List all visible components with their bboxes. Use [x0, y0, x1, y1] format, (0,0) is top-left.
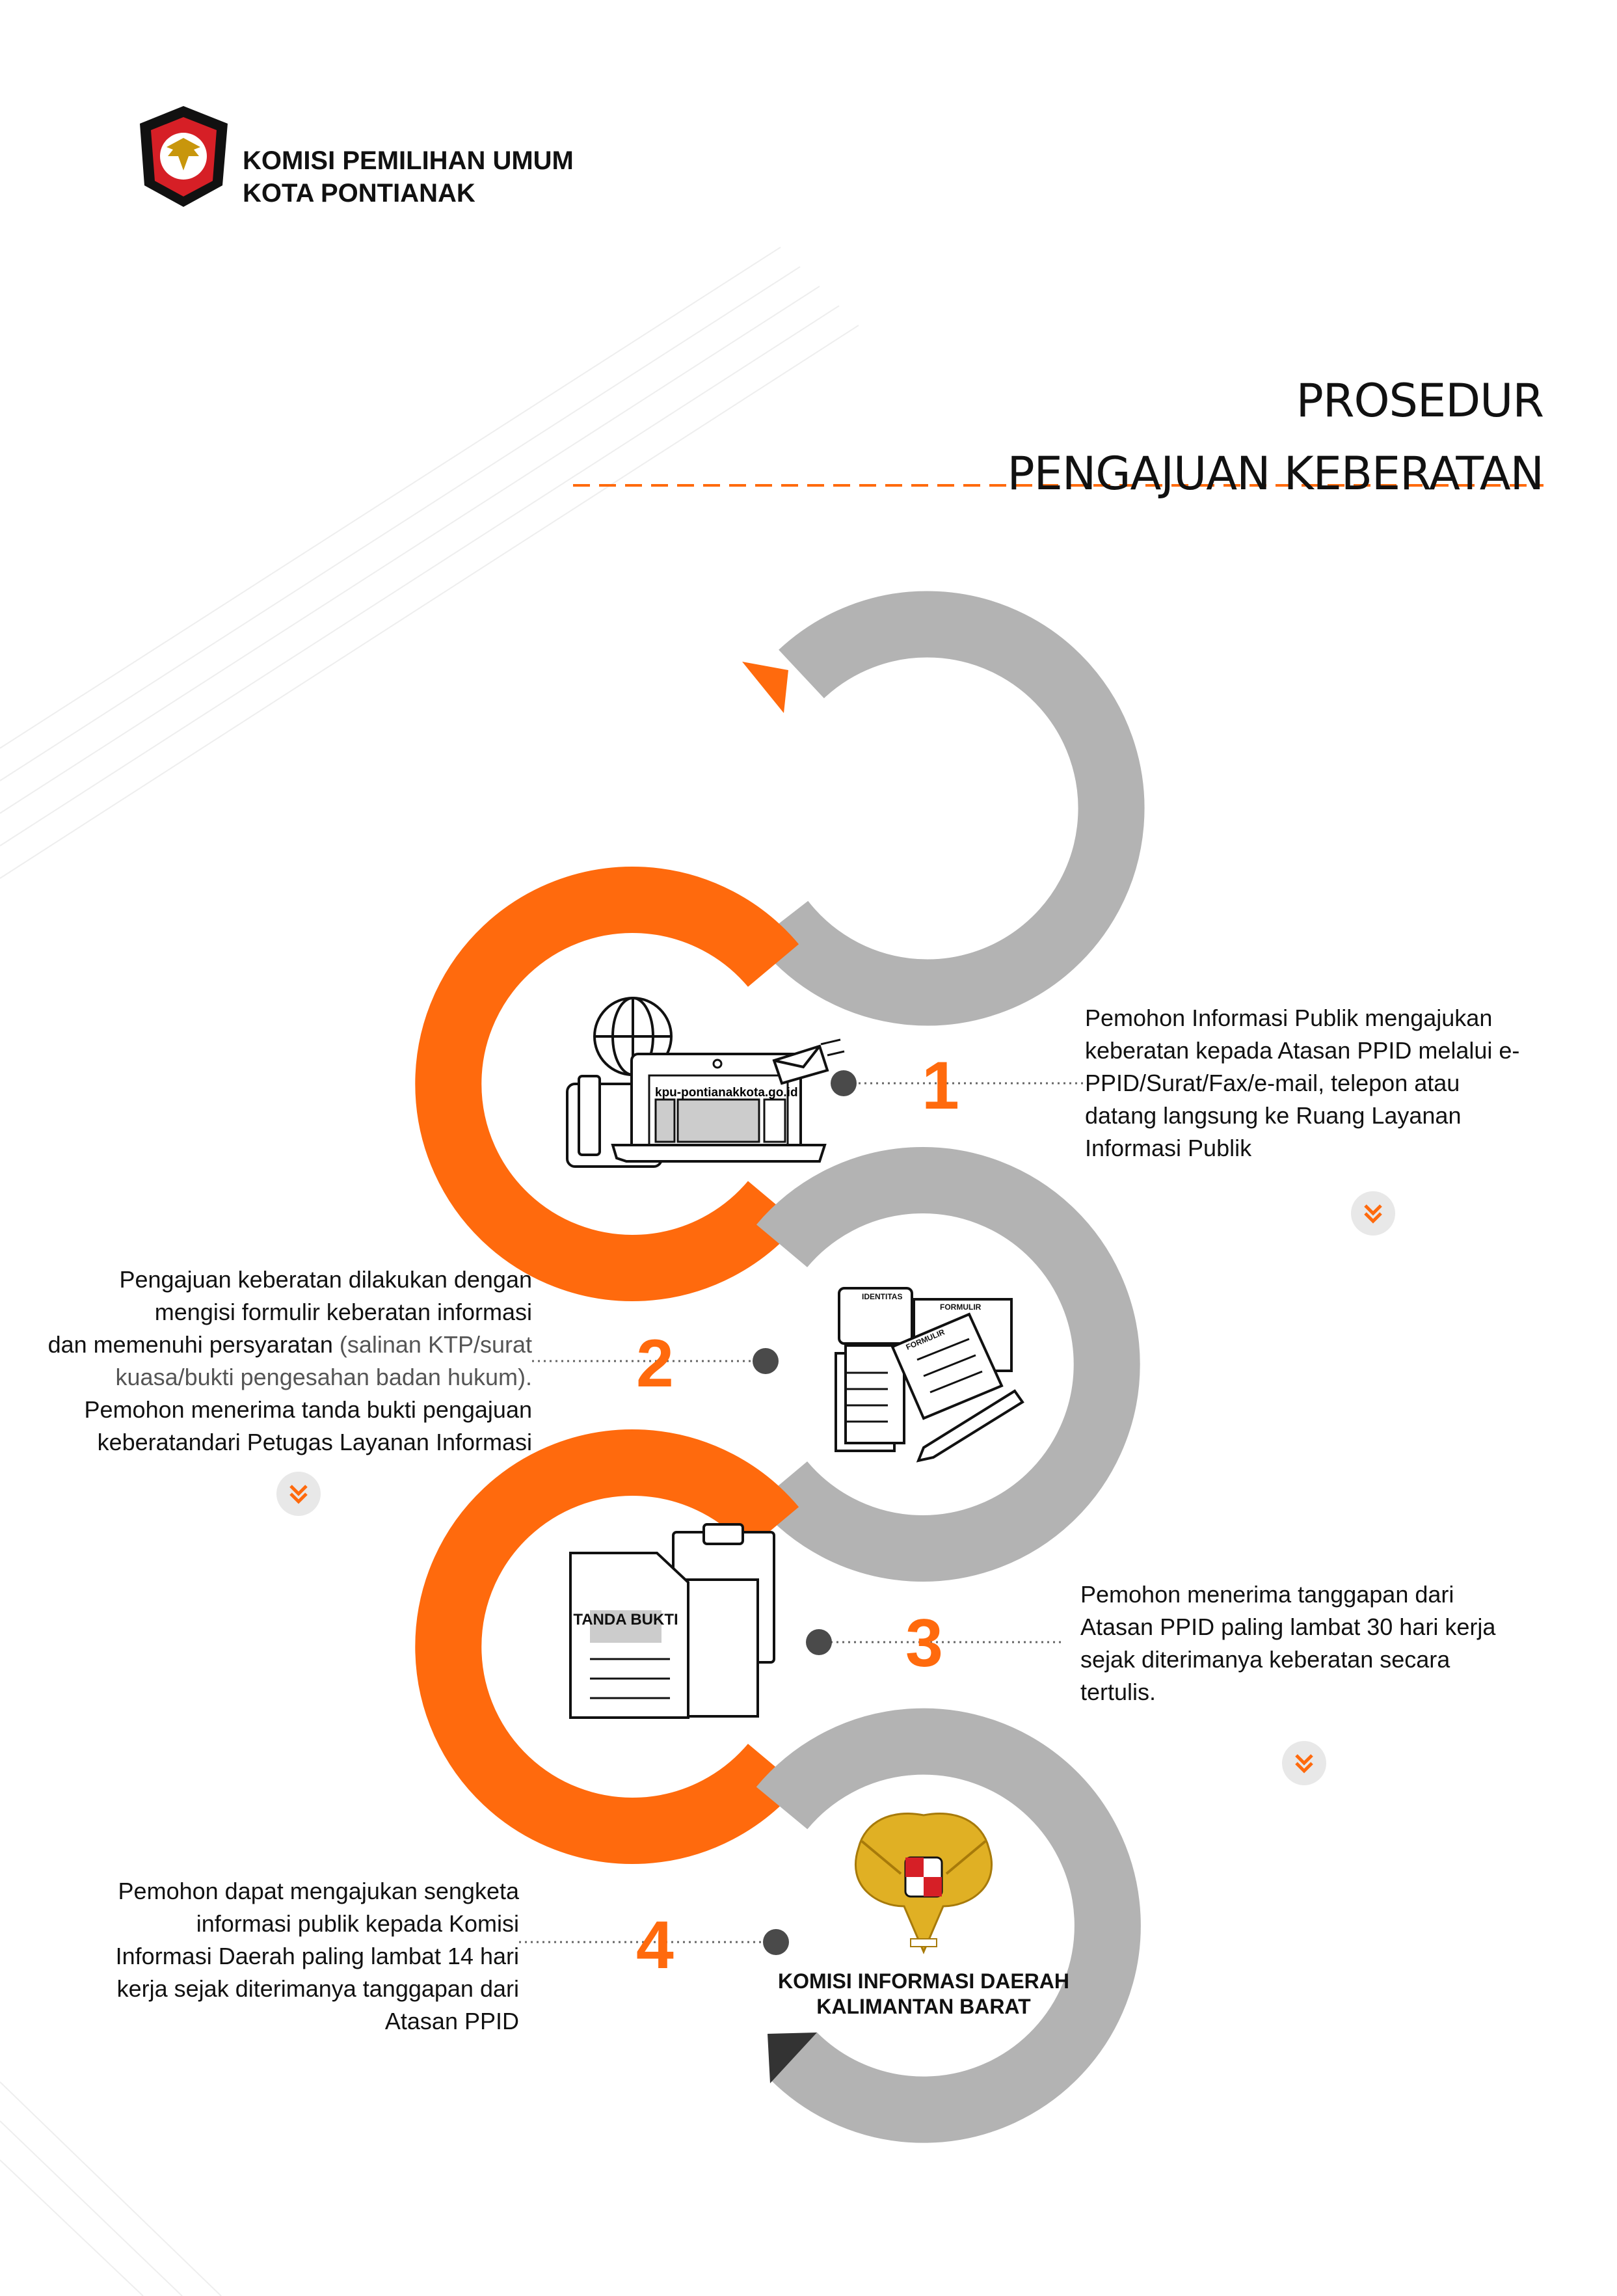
kid-line-1: KOMISI INFORMASI DAERAH [778, 1969, 1069, 1993]
chevron-down-icon [1282, 1741, 1326, 1785]
chevron-down-icon [276, 1472, 321, 1516]
text-line: Pengajuan keberatan dilakukan dengan [119, 1266, 532, 1293]
dot-4 [763, 1929, 789, 1955]
text-line: Pemohon menerima tanggapan dari [1080, 1581, 1454, 1608]
dot-2 [753, 1348, 779, 1374]
text-line: mengisi formulir keberatan informasi [154, 1299, 532, 1325]
start-arrow [742, 662, 788, 713]
text-line: PPID/Surat/Fax/e-mail, telepon atau [1085, 1070, 1460, 1096]
step-3-description: Pemohon menerima tanggapan dari Atasan P… [1080, 1578, 1495, 1708]
text-line: informasi publik kepada Komisi [196, 1910, 519, 1937]
dot-3 [806, 1629, 832, 1655]
decorative-lines [0, 247, 859, 2296]
org-line-2: KOTA PONTIANAK [243, 179, 475, 208]
step-number-3: 3 [905, 1606, 943, 1681]
text-line: datang langsung ke Ruang Layanan [1085, 1102, 1462, 1129]
step-number-4: 4 [636, 1908, 674, 1983]
kid-line-2: KALIMANTAN BARAT [816, 1995, 1031, 2018]
text-line: Pemohon Informasi Publik mengajukan [1085, 1005, 1493, 1031]
step-1-description: Pemohon Informasi Publik mengajukan kebe… [1085, 1002, 1519, 1165]
title-line-1: PROSEDUR [1296, 374, 1544, 427]
ring-5-gray [756, 1708, 1141, 2143]
identitas-label: IDENTITAS [862, 1292, 902, 1301]
ring-4-orange [415, 1429, 799, 1864]
title-line-2: PENGAJUAN KEBERATAN [1007, 447, 1544, 500]
org-line-1: KOMISI PEMILIHAN UMUM [243, 146, 574, 175]
step-number-2: 2 [636, 1326, 674, 1401]
text-line: Pemohon dapat mengajukan sengketa [118, 1878, 519, 1904]
page-title: PROSEDUR PENGAJUAN KEBERATAN [1007, 364, 1544, 510]
ring-2-orange [415, 867, 799, 1301]
text-line: keberatandari Petugas Layanan Informasi [97, 1429, 532, 1455]
ring-3-gray [756, 1147, 1140, 1582]
ring-1-gray [755, 591, 1145, 1026]
tanda-bukti-label: TANDA BUKTI [573, 1611, 678, 1628]
text-line: kerja sejak diterimanya tanggapan dari [116, 1975, 519, 2002]
text-line: keberatan kepada Atasan PPID melalui e- [1085, 1037, 1520, 1064]
text-line: dan memenuhi persyaratan (salinan KTP/su… [48, 1329, 532, 1361]
text-line: Informasi Daerah paling lambat 14 hari [115, 1943, 519, 1969]
end-arrow [768, 2033, 817, 2083]
kid-label: KOMISI INFORMASI DAERAH KALIMANTAN BARAT [748, 1969, 1099, 2019]
text-line: Informasi Publik [1085, 1135, 1252, 1161]
dot-1 [831, 1070, 857, 1096]
text-line: tertulis. [1080, 1679, 1156, 1705]
requirements-text: (salinan KTP/surat [339, 1331, 532, 1358]
online-submission-icon [566, 997, 845, 1168]
formulir-label: FORMULIR [940, 1303, 982, 1312]
kpu-logo [140, 106, 228, 207]
form-documents-icon [835, 1287, 1024, 1463]
text-span: dan memenuhi persyaratan [47, 1331, 340, 1358]
step-number-1: 1 [922, 1048, 959, 1124]
receipt-documents-icon [569, 1523, 775, 1719]
organization-name: KOMISI PEMILIHAN UMUM KOTA PONTIANAK [243, 144, 574, 209]
requirements-text: kuasa/bukti pengesahan badan hukum). [115, 1364, 532, 1390]
website-url: kpu-pontianakkota.go.id [655, 1086, 798, 1100]
garuda-emblem [854, 1812, 993, 1954]
text-line: sejak diterimanya keberatan secara [1080, 1646, 1450, 1673]
text-line: Pemohon menerima tanda bukti pengajuan [84, 1396, 532, 1423]
text-line: Atasan PPID [384, 2008, 519, 2034]
text-line: Atasan PPID paling lambat 30 hari kerja [1080, 1614, 1496, 1640]
step-4-description: Pemohon dapat mengajukan sengketa inform… [116, 1875, 519, 2038]
step-2-description: Pengajuan keberatan dilakukan dengan men… [48, 1263, 532, 1459]
chevron-down-icon [1351, 1191, 1395, 1236]
